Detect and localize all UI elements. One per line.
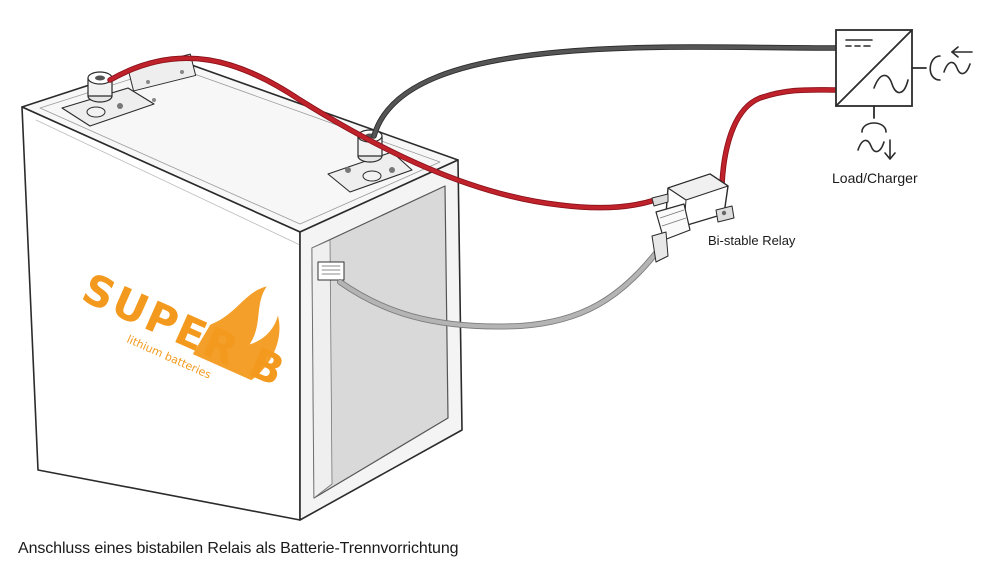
load-charger-label: Load/Charger bbox=[832, 170, 918, 186]
ac-symbol-icon bbox=[873, 74, 909, 94]
positive-cable-to-inverter bbox=[719, 87, 841, 213]
negative-cable-to-inverter bbox=[371, 44, 841, 139]
load-output-icon bbox=[857, 105, 896, 161]
relay-label: Bi-stable Relay bbox=[708, 233, 796, 248]
bi-stable-relay bbox=[651, 173, 735, 263]
flame-logo-shape bbox=[192, 286, 280, 381]
grid-input-icon bbox=[911, 46, 973, 81]
battery-data-port bbox=[317, 261, 345, 281]
dc-symbol-icon bbox=[845, 39, 873, 47]
battery bbox=[21, 53, 463, 521]
positive-terminal bbox=[86, 71, 123, 118]
figure-caption: Anschluss eines bistabilen Relais als Ba… bbox=[18, 540, 459, 557]
inverter-charger-symbol bbox=[835, 29, 973, 161]
